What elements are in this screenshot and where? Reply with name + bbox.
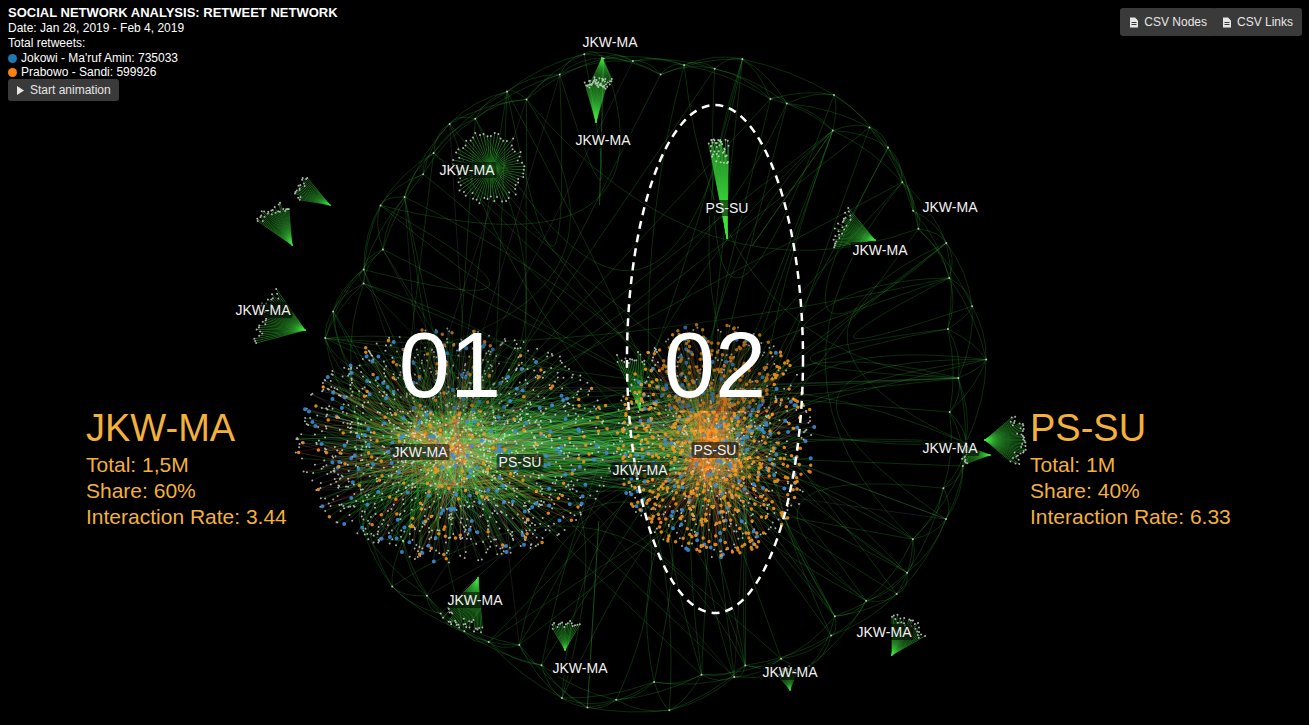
cluster-label: JKW-MA [611,462,670,478]
cluster-label: JKW-MA [574,132,633,148]
legend-swatch [8,68,17,77]
callout-number: 02 [660,319,770,411]
legend-swatch [8,54,17,63]
stat-value: Interaction Rate: 3.44 [86,504,287,529]
cluster-label: JKW-MA [391,444,450,460]
button-label: Start animation [30,83,111,97]
cluster-label: JKW-MA [551,660,610,676]
cluster-label: JKW-MA [446,592,505,608]
cluster-label: JKW-MA [581,34,640,50]
file-icon [1129,17,1139,28]
highlight-ellipse: PS-SU02PS-SU [625,103,805,615]
network-links [254,54,1026,710]
stat-heading: PS-SU [1030,408,1146,450]
callout-number: 01 [395,319,505,411]
header-text: Date: Jan 28, 2019 - Feb 4, 2019 [8,21,184,35]
chart-title: SOCIAL NETWORK ANALYSIS: RETWEET NETWORK [8,5,338,20]
network-links [254,58,1026,690]
button: CSV Nodes [1120,8,1216,36]
cluster-label: JKW-MA [851,242,910,258]
legend-text: Prabowo - Sandi: 599926 [21,65,156,79]
file-shape [1223,17,1231,27]
dashed-ellipse [627,105,803,613]
button-label: CSV Nodes [1144,15,1207,29]
file-shape [1130,17,1138,27]
legend-row: Jokowi - Ma'ruf Amin: 735033 [8,51,178,65]
button: Start animation [8,79,119,101]
stat-value: Interaction Rate: 6.33 [1030,504,1231,529]
stat-value: Total: 1,5M [86,452,189,477]
cluster-label: JKW-MA [921,199,980,215]
stat-value: Share: 40% [1030,478,1140,503]
file-icon [1222,17,1232,28]
cluster-label: JKW-MA [438,162,497,178]
cluster-label: PS-SU [497,454,544,470]
cluster-label: JKW-MA [855,624,914,640]
button-label: CSV Links [1237,15,1293,29]
stat-value: Share: 60% [86,478,196,503]
cluster-label: JKW-MA [761,664,820,680]
cluster-label: JKW-MA [921,440,980,456]
cluster-label: PS-SU [704,200,751,216]
play-icon [16,85,25,96]
cluster-label: PS-SU [692,442,739,458]
stat-heading: JKW-MA [86,408,235,450]
file-lines [1132,22,1137,24]
cluster-label: JKW-MA [234,302,293,318]
legend-text: Jokowi - Ma'ruf Amin: 735033 [21,51,178,65]
stat-value: Total: 1M [1030,452,1115,477]
header-text: Total retweets: [8,36,85,50]
play-triangle [17,86,24,95]
button: CSV Links [1213,8,1302,36]
file-lines [1224,22,1229,24]
legend-row: Prabowo - Sandi: 599926 [8,65,156,79]
